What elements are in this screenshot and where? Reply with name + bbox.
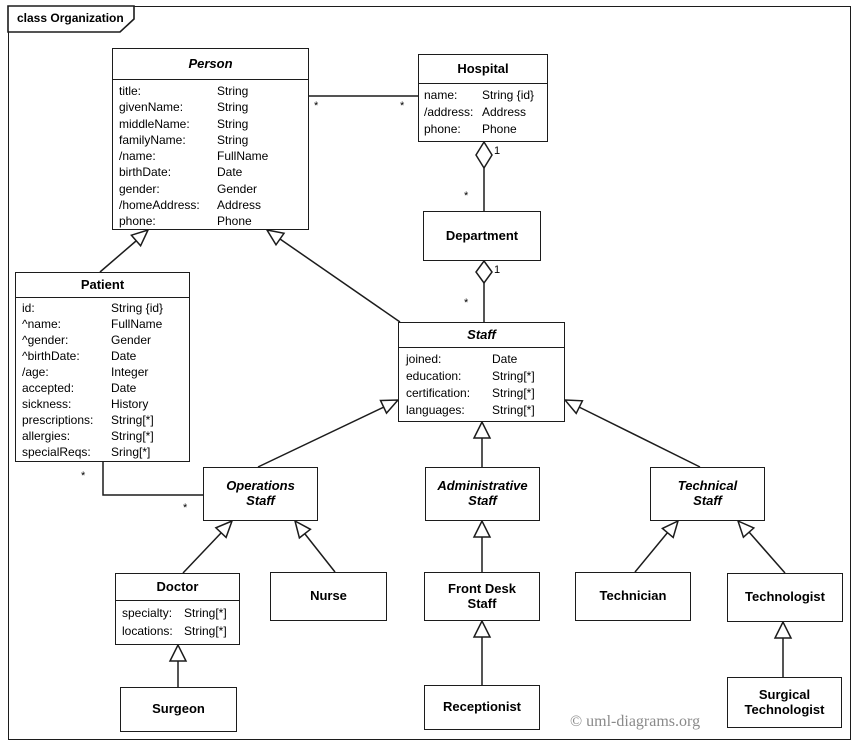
- generalization-arrow-operations-staff: [379, 399, 400, 415]
- attribute-row: familyName:String: [119, 132, 249, 147]
- attribute-row: ^birthDate:Date: [22, 349, 137, 363]
- class-box-surgeon: Surgeon: [120, 687, 237, 732]
- class-title: Department: [445, 227, 519, 243]
- class-title: Staff: [399, 323, 564, 348]
- class-box-technician: Technician: [575, 572, 691, 621]
- attributes-compartment: specialty:String[*] locations:String[*]: [116, 601, 239, 640]
- attribute-row: certification:String[*]: [406, 386, 535, 400]
- association-patient-operations: [102, 462, 203, 496]
- class-box-hospital: Hospital name:String {id} /address:Addre…: [418, 54, 548, 142]
- class-box-surgical-technologist: Surgical Technologist: [727, 677, 842, 728]
- copyright-text: © uml-diagrams.org: [570, 713, 701, 730]
- attribute-row: id:String {id}: [22, 301, 164, 315]
- class-title: Front Desk Staff: [448, 580, 516, 611]
- aggregation-diamond-hospital: [475, 140, 493, 170]
- attribute-row: /homeAddress:Address: [119, 198, 262, 213]
- attributes-compartment: joined:Date education:String[*] certific…: [399, 348, 564, 419]
- class-title: Surgeon: [152, 701, 205, 717]
- class-title: Receptionist: [442, 699, 521, 715]
- class-title: Technical Staff: [677, 478, 738, 508]
- class-box-doctor: Doctor specialty:String[*] locations:Str…: [115, 573, 240, 645]
- attribute-row: /address:Address: [424, 105, 527, 119]
- attribute-row: locations:String[*]: [122, 624, 227, 638]
- class-title: Administrative Staff: [437, 478, 528, 508]
- class-box-nurse: Nurse: [270, 572, 387, 621]
- frame-tab: [7, 5, 135, 33]
- attribute-row: accepted:Date: [22, 381, 137, 395]
- multiplicity-label: *: [400, 100, 405, 112]
- attribute-row: ^name:FullName: [22, 317, 163, 331]
- attribute-row: prescriptions:String[*]: [22, 413, 154, 427]
- generalization-arrow-staff-person: [265, 228, 286, 247]
- generalization-arrow-administrative-staff: [472, 420, 492, 439]
- class-box-department: Department: [423, 211, 541, 261]
- attributes-compartment: title:String givenName:String middleName…: [113, 80, 308, 230]
- class-box-front-desk-staff: Front Desk Staff: [424, 572, 540, 621]
- class-box-staff: Staff joined:Date education:String[*] ce…: [398, 322, 565, 422]
- attribute-row: /age:Integer: [22, 365, 149, 379]
- class-title: Person: [113, 49, 308, 80]
- attribute-row: /name:FullName: [119, 149, 269, 164]
- class-title: Technologist: [745, 589, 825, 605]
- attribute-row: gender:Gender: [119, 181, 258, 196]
- generalization-arrow-surgeon: [168, 643, 188, 662]
- class-title: Operations Staff: [226, 478, 295, 508]
- attribute-row: specialReqs:Sring[*]: [22, 445, 151, 459]
- attribute-row: sickness:History: [22, 397, 149, 411]
- multiplicity-label: *: [81, 470, 86, 482]
- multiplicity-label: *: [464, 190, 469, 202]
- diagram-frame: [8, 6, 851, 740]
- generalization-arrow-surgical-technologist: [773, 620, 793, 639]
- generalization-arrow-doctor: [214, 519, 234, 539]
- class-title: Hospital: [419, 55, 547, 84]
- class-box-receptionist: Receptionist: [424, 685, 540, 730]
- class-title: Surgical Technologist: [744, 686, 825, 717]
- class-title: Technician: [599, 588, 667, 604]
- attributes-compartment: id:String {id} ^name:FullName ^gender:Ge…: [16, 298, 189, 460]
- generalization-arrow-technician: [661, 519, 680, 539]
- multiplicity-label: 1: [494, 145, 501, 157]
- attribute-row: middleName:String: [119, 116, 249, 131]
- diagram-frame-title: class Organization: [17, 11, 124, 25]
- attribute-row: specialty:String[*]: [122, 606, 227, 620]
- generalization-arrow-patient-person: [130, 228, 150, 248]
- attribute-row: givenName:String: [119, 100, 249, 115]
- generalization-arrow-technologist: [736, 519, 756, 539]
- attributes-compartment: name:String {id} /address:Address phone:…: [419, 84, 547, 138]
- class-box-person: Person title:String givenName:String mid…: [112, 48, 309, 230]
- class-title: Nurse: [310, 588, 347, 604]
- attribute-row: languages:String[*]: [406, 403, 535, 417]
- generalization-arrow-receptionist: [472, 619, 492, 638]
- attribute-row: birthDate:Date: [119, 165, 243, 180]
- class-box-technical-staff: Technical Staff: [650, 467, 765, 521]
- generalization-arrow-technical-staff: [563, 399, 584, 415]
- multiplicity-label: *: [314, 100, 319, 112]
- attribute-row: phone:Phone: [119, 214, 252, 229]
- multiplicity-label: 1: [494, 264, 501, 276]
- class-title: Doctor: [116, 574, 239, 601]
- generalization-arrow-front-desk: [472, 519, 492, 538]
- attribute-row: education:String[*]: [406, 369, 535, 383]
- attribute-row: allergies:String[*]: [22, 429, 154, 443]
- multiplicity-label: *: [183, 502, 188, 514]
- attribute-row: title:String: [119, 84, 249, 98]
- attribute-row: joined:Date: [406, 352, 518, 366]
- class-box-patient: Patient id:String {id} ^name:FullName ^g…: [15, 272, 190, 462]
- generalization-arrow-nurse: [293, 519, 312, 540]
- attribute-row: ^gender:Gender: [22, 333, 152, 347]
- class-title: Patient: [16, 273, 189, 298]
- multiplicity-label: *: [464, 297, 469, 309]
- aggregation-diamond-department: [475, 259, 493, 285]
- class-box-technologist: Technologist: [727, 573, 843, 622]
- class-box-operations-staff: Operations Staff: [203, 467, 318, 521]
- class-box-administrative-staff: Administrative Staff: [425, 467, 540, 521]
- attribute-row: phone:Phone: [424, 122, 517, 136]
- attribute-row: name:String {id}: [424, 88, 535, 102]
